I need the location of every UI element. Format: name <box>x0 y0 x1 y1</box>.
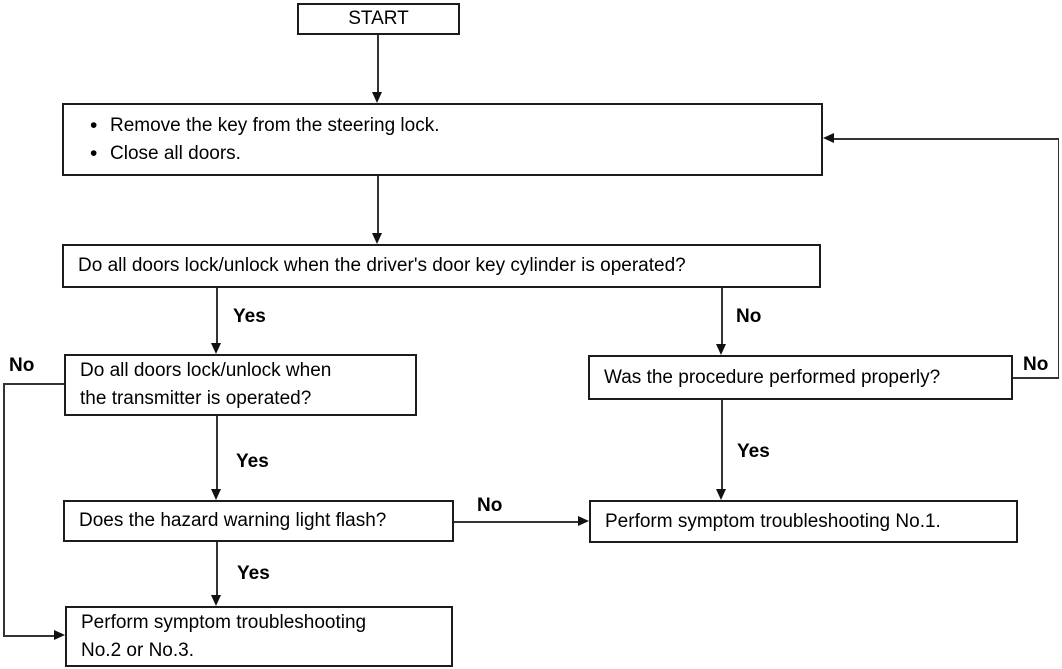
connector-transmitter-no-vertical <box>3 383 5 636</box>
question-procedure-node: Was the procedure performed properly? <box>588 355 1013 400</box>
result-troubleshooting-no1-label: Perform symptom troubleshooting No.1. <box>605 510 941 532</box>
connector-transmitter-yes <box>216 416 218 490</box>
arrow-down-icon <box>211 343 221 354</box>
arrow-down-icon <box>716 489 726 500</box>
connector-hazard-no <box>454 521 579 523</box>
branch-label-transmitter-yes: Yes <box>236 451 269 472</box>
branch-label-hazard-no: No <box>477 495 503 516</box>
preparation-steps: Remove the key from the steering lock. C… <box>64 112 821 168</box>
preparation-step: Close all doors. <box>64 140 821 168</box>
question-transmitter-line1: Do all doors lock/unlock when <box>80 360 332 381</box>
branch-label-procedure-yes: Yes <box>737 441 770 462</box>
connector-transmitter-no-entry <box>3 635 54 637</box>
preparation-node: Remove the key from the steering lock. C… <box>62 103 823 176</box>
question-transmitter-line2: the transmitter is operated? <box>80 388 312 409</box>
arrow-right-icon <box>54 630 65 640</box>
result-troubleshooting-no1-node: Perform symptom troubleshooting No.1. <box>589 500 1018 543</box>
branch-label-procedure-no: No <box>1023 354 1049 375</box>
connector-procedure-no-exit <box>1013 377 1059 379</box>
start-node: START <box>297 3 460 35</box>
arrow-down-icon <box>211 595 221 606</box>
arrow-left-icon <box>823 133 834 143</box>
question-key-cylinder-label: Do all doors lock/unlock when the driver… <box>78 255 686 276</box>
result-troubleshooting-no23-node: Perform symptom troubleshooting No.2 or … <box>65 606 453 667</box>
question-procedure-label: Was the procedure performed properly? <box>604 366 941 388</box>
question-transmitter-node: Do all doors lock/unlock when the transm… <box>64 354 417 416</box>
connector-procedure-no-vertical <box>1057 138 1059 378</box>
connector-procedure-yes <box>721 400 723 490</box>
question-key-cylinder-node: Do all doors lock/unlock when the driver… <box>62 244 821 288</box>
start-label: START <box>348 8 409 29</box>
question-hazard-node: Does the hazard warning light flash? <box>63 500 454 542</box>
connector-key-cylinder-no <box>721 288 723 345</box>
branch-label-transmitter-no: No <box>9 355 35 376</box>
connector-start-to-prep <box>377 35 379 93</box>
connector-procedure-no-return <box>834 138 1059 140</box>
result-troubleshooting-no23-line2: No.2 or No.3. <box>81 639 194 661</box>
result-troubleshooting-no23-line1: Perform symptom troubleshooting <box>81 611 367 633</box>
connector-key-cylinder-yes <box>216 288 218 344</box>
preparation-step: Remove the key from the steering lock. <box>64 112 821 140</box>
connector-hazard-yes <box>216 542 218 596</box>
branch-label-hazard-yes: Yes <box>237 563 270 584</box>
arrow-right-icon <box>578 516 589 526</box>
arrow-down-icon <box>372 92 382 103</box>
arrow-down-icon <box>716 344 726 355</box>
connector-transmitter-no-exit <box>3 383 64 385</box>
arrow-down-icon <box>372 233 382 244</box>
branch-label-key-cylinder-yes: Yes <box>233 306 266 327</box>
question-hazard-label: Does the hazard warning light flash? <box>79 510 387 531</box>
arrow-down-icon <box>211 489 221 500</box>
connector-prep-to-key-cylinder <box>377 176 379 234</box>
branch-label-key-cylinder-no: No <box>736 306 762 327</box>
